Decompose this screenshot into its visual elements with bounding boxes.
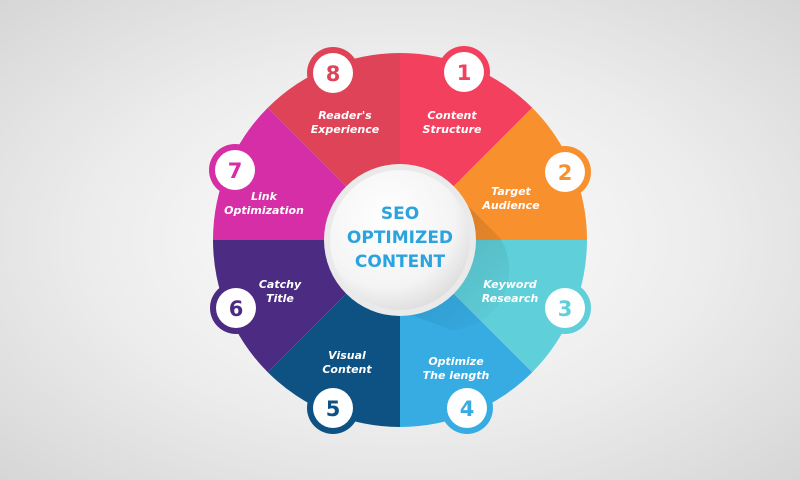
- badge-number: 6: [229, 297, 244, 321]
- badge-fill: [545, 288, 585, 328]
- segment-7-label-line-1: Link: [251, 190, 278, 203]
- badge-fill: [313, 53, 353, 93]
- segment-3-label-line-1: Keyword: [483, 278, 537, 291]
- center-title-line-1: SEO: [381, 204, 419, 224]
- number-badge-6: 6: [210, 282, 262, 334]
- number-badge-7: 7: [209, 144, 261, 196]
- segment-2-label-line-2: Audience: [481, 199, 540, 212]
- center-circle: [330, 170, 470, 310]
- segment-8-label-line-1: Reader's: [318, 109, 372, 122]
- badge-fill: [545, 152, 585, 192]
- badge-fill: [216, 288, 256, 328]
- segment-4-label-line-1: Optimize: [428, 355, 484, 368]
- badge-number: 8: [326, 62, 341, 86]
- number-badge-2: 2: [539, 146, 591, 198]
- badge-fill: [444, 52, 484, 92]
- segment-6-label-line-2: Title: [266, 292, 294, 305]
- badge-number: 2: [558, 161, 573, 185]
- segment-6-label-line-1: Catchy: [259, 278, 302, 291]
- segment-2-label-line-1: Target: [491, 185, 531, 198]
- badge-number: 7: [228, 159, 243, 183]
- segment-4-label-line-2: The length: [423, 369, 490, 382]
- segment-5-label-line-2: Content: [322, 363, 372, 376]
- badge-number: 3: [558, 297, 573, 321]
- badge-number: 4: [460, 397, 475, 421]
- segment-5-label-line-1: Visual: [328, 349, 366, 362]
- number-badge-5: 5: [307, 382, 359, 434]
- center-title-line-2: OPTIMIZED: [347, 228, 453, 248]
- segment-1-label-line-1: Content: [427, 109, 477, 122]
- badge-number: 5: [326, 397, 341, 421]
- segment-8-label-line-2: Experience: [311, 123, 380, 136]
- segment-3-label-line-2: Research: [482, 292, 539, 305]
- badge-number: 1: [457, 61, 472, 85]
- badge-fill: [215, 150, 255, 190]
- number-badge-3: 3: [539, 282, 591, 334]
- badge-fill: [313, 388, 353, 428]
- number-badge-8: 8: [307, 47, 359, 99]
- center-title-line-3: CONTENT: [355, 252, 446, 272]
- segment-7-label-line-2: Optimization: [224, 204, 304, 217]
- segment-1-label-line-2: Structure: [423, 123, 482, 136]
- badge-fill: [447, 388, 487, 428]
- number-badge-4: 4: [441, 382, 493, 434]
- number-badge-1: 1: [438, 46, 490, 98]
